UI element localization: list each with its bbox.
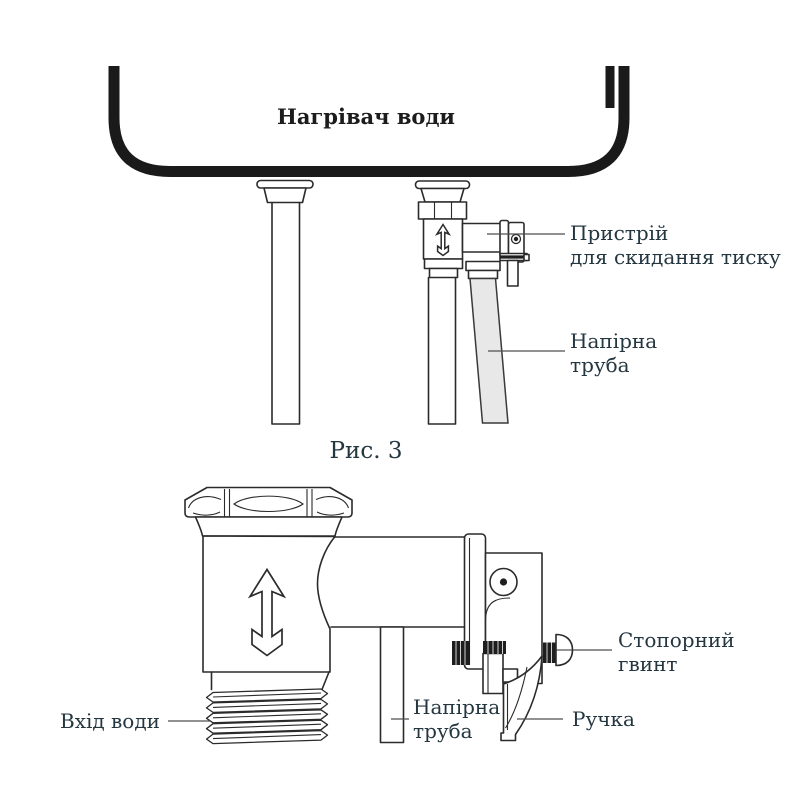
valve-lever bbox=[499, 252, 530, 287]
label-handle: Ручка bbox=[572, 707, 635, 731]
label-stop-screw-line1: Стопорний bbox=[618, 628, 735, 652]
cap-skirt bbox=[194, 516, 343, 537]
valve-lower-fitting bbox=[428, 267, 459, 279]
pipe-flange-washer bbox=[256, 179, 314, 189]
tank-title: Нагрівач води bbox=[277, 104, 455, 129]
label-pressure-pipe-top-line2: труба bbox=[570, 353, 630, 377]
stop-screw bbox=[452, 633, 576, 667]
top-diagram: Нагрівач води bbox=[108, 66, 781, 425]
water-heater-tank-outline bbox=[108, 66, 630, 177]
pivot-center-dot bbox=[499, 578, 508, 586]
valve-outlet-cylinder bbox=[461, 222, 502, 253]
valve-flange-washer bbox=[414, 180, 471, 190]
label-pressure-pipe-bottom-line2: труба bbox=[413, 719, 473, 743]
valve-collar bbox=[420, 187, 465, 203]
pressure-pipe-large bbox=[379, 626, 405, 744]
bottom-diagram: Вхід води Напірна труба Стопорний гвинт … bbox=[60, 486, 735, 745]
label-relief-device-line2: для скидання тиску bbox=[570, 245, 781, 269]
label-relief-device-line1: Пристрій bbox=[570, 221, 668, 245]
hose-fitting bbox=[467, 269, 499, 280]
pressure-relief-valve bbox=[414, 180, 530, 425]
outlet-cylinder-large bbox=[330, 536, 466, 628]
valve-stem-housing bbox=[482, 652, 504, 695]
hose-fitting-nut bbox=[465, 260, 501, 272]
label-pressure-pipe-bottom-line1: Напірна bbox=[413, 695, 500, 719]
stop-screw-dot bbox=[513, 236, 519, 242]
valve-lower-nut bbox=[423, 258, 464, 270]
label-water-inlet: Вхід води bbox=[60, 709, 160, 733]
pipe-collar bbox=[263, 187, 307, 204]
discharge-hose bbox=[465, 260, 509, 424]
threaded-inlet bbox=[205, 671, 330, 745]
valve-hex-cap bbox=[184, 486, 353, 518]
valve-flange-plate bbox=[499, 219, 510, 258]
water-inlet-pipe bbox=[256, 179, 314, 425]
valve-handle-large bbox=[500, 655, 543, 742]
figure-caption: Рис. 3 bbox=[330, 438, 403, 464]
label-pressure-pipe-top-line1: Напірна bbox=[570, 329, 657, 353]
handle-bracket-large bbox=[484, 552, 543, 685]
label-stop-screw-line2: гвинт bbox=[618, 652, 677, 676]
valve-hex-nut bbox=[417, 201, 468, 220]
